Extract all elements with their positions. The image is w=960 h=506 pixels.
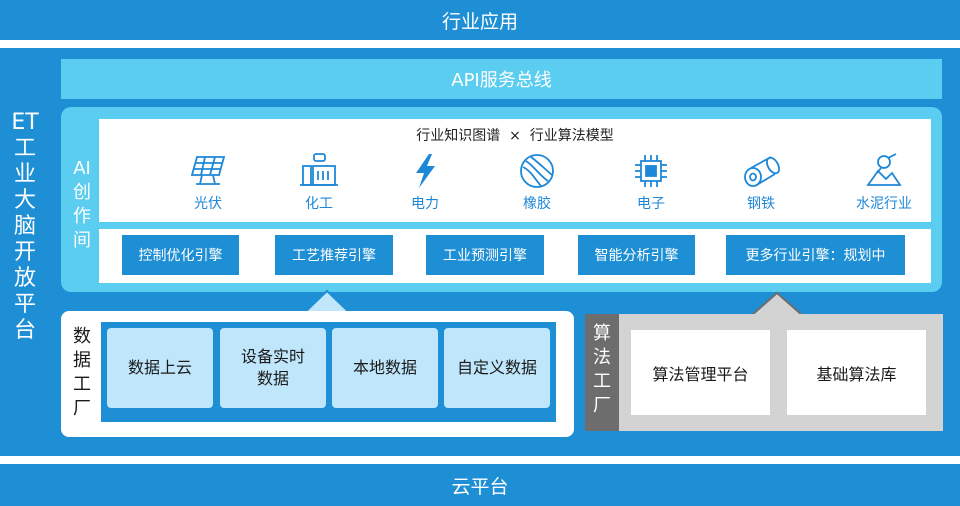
api-service-bus: API服务总线	[61, 59, 942, 99]
rubber-ball-icon	[520, 154, 554, 188]
api-service-bus-label: API服务总线	[451, 70, 552, 91]
algorithm-management-platform[interactable]: 算法管理平台	[631, 330, 770, 415]
industry-panel: 行业知识图谱 × 行业算法模型 光伏	[99, 119, 931, 222]
engine-more-industries[interactable]: 更多行业引擎：规划中	[726, 235, 905, 275]
cloud-platform-label: 云平台	[451, 475, 509, 498]
basic-algorithm-library[interactable]: 基础算法库	[787, 330, 926, 415]
cement-mixer-icon	[866, 153, 902, 186]
data-item-label: 数据上云	[127, 358, 192, 377]
chip-icon	[635, 155, 667, 187]
industry-label: 光伏	[194, 196, 222, 212]
algorithm-factory: 算 法 工 厂 算法管理平台 基础算法库	[585, 314, 943, 431]
engine-process-recommendation[interactable]: 工艺推荐引擎	[275, 235, 393, 275]
data-item-custom[interactable]: 自定义数据	[444, 328, 550, 408]
data-item-label: 自定义数据	[456, 358, 537, 377]
engine-label: 工艺推荐引擎	[292, 248, 376, 264]
data-item-realtime-device[interactable]: 设备实时 数据	[220, 328, 326, 408]
algorithm-item-label: 基础算法库	[816, 364, 897, 384]
ai-creation-space: AI 创 作 间 行业知识图谱 × 行业算法模型 光伏	[61, 107, 942, 292]
data-item-local[interactable]: 本地数据	[332, 328, 438, 408]
engine-panel: 控制优化引擎 工艺推荐引擎 工业预测引擎 智能分析引擎 更多行业引擎：规划中	[99, 229, 931, 283]
industry-application-label: 行业应用	[441, 10, 518, 33]
engine-control-optimization[interactable]: 控制优化引擎	[122, 235, 239, 275]
steel-coil-icon	[744, 156, 780, 187]
et-industrial-brain-platform: ET 工 业 大 脑 开 放 平 台 API服务总线 AI 创 作 间 行业知识…	[0, 48, 960, 456]
algorithm-factory-label: 算 法 工 厂	[585, 314, 619, 431]
data-factory: 数 据 工 厂 数据上云 设备实时 数据 本地数据 自定义数据	[61, 311, 574, 437]
engine-label: 控制优化引擎	[138, 248, 223, 264]
engine-label: 智能分析引擎	[594, 248, 679, 264]
solar-panel-icon	[190, 156, 226, 185]
engine-industrial-prediction[interactable]: 工业预测引擎	[426, 235, 544, 275]
industry-cement: 水泥行业	[844, 153, 924, 213]
engine-intelligent-analysis[interactable]: 智能分析引擎	[578, 235, 695, 275]
ai-space-label: AI 创 作 间	[73, 158, 91, 251]
industry-label: 电子	[637, 196, 665, 212]
industry-label: 钢铁	[747, 196, 775, 212]
industry-label: 橡胶	[523, 196, 551, 212]
engine-label: 工业预测引擎	[443, 248, 527, 264]
industry-label: 水泥行业	[856, 196, 912, 212]
industry-label: 化工	[305, 196, 333, 212]
data-item-label: 设备实时 数据	[240, 347, 305, 388]
industry-application-layer: 行业应用	[0, 0, 960, 40]
data-item-cloud[interactable]: 数据上云	[107, 328, 213, 408]
algorithm-item-label: 算法管理平台	[652, 364, 749, 384]
data-factory-label: 数 据 工 厂	[73, 326, 91, 419]
industry-rubber: 橡胶	[497, 153, 577, 213]
industry-electronics: 电子	[611, 153, 691, 213]
engine-label: 更多行业引擎：规划中	[745, 248, 886, 264]
industry-label: 电力	[411, 196, 439, 212]
cloud-platform-layer: 云平台	[0, 464, 960, 506]
industry-power: 电力	[385, 153, 465, 213]
platform-title: ET 工 业 大 脑 开 放 平 台	[11, 110, 39, 343]
data-item-label: 本地数据	[352, 358, 417, 377]
chemical-plant-icon	[300, 153, 338, 186]
data-factory-items: 数据上云 设备实时 数据 本地数据 自定义数据	[101, 322, 556, 422]
lightning-icon	[416, 154, 435, 188]
industry-steel: 钢铁	[721, 153, 801, 213]
industry-heading: 行业知识图谱 × 行业算法模型	[416, 128, 614, 144]
industry-chemical: 化工	[279, 153, 359, 213]
industry-pv: 光伏	[168, 153, 248, 213]
